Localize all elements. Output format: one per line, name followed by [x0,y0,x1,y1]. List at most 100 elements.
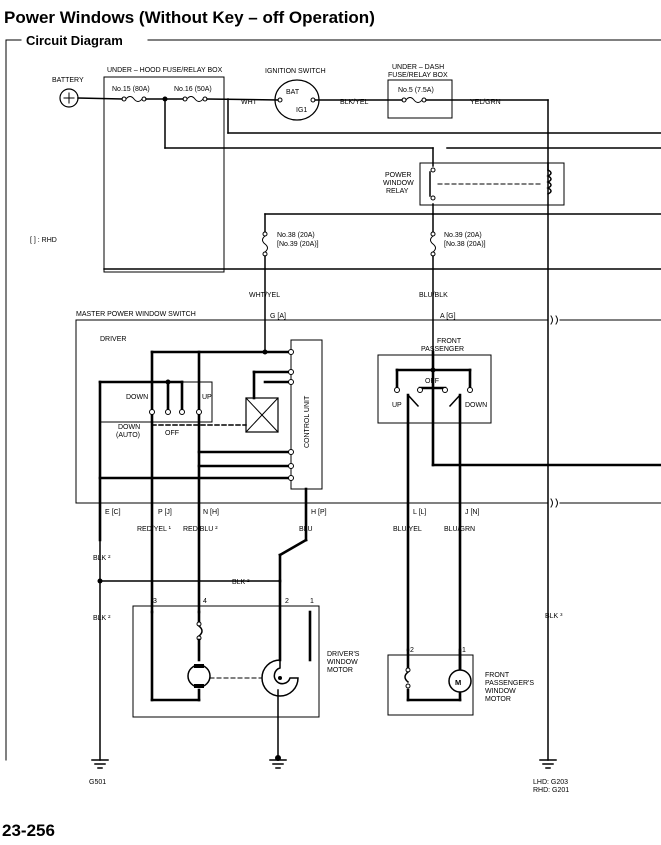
underdash-fuse-box [387,79,453,119]
fp-switch-contacts [394,367,473,393]
ignition-switch-title: IGNITION SWITCH [265,68,326,75]
fp-motor-label-4: MOTOR [485,696,511,703]
fuse-5-symbol [401,97,427,103]
wire-blu-grn-label: BLU/GRN [444,526,475,533]
relay-label-2: WINDOW [383,180,414,187]
master-switch-wiring [98,350,308,614]
driver-motor-label-1: DRIVER'S [327,651,360,658]
driver-pulser-icon [261,659,299,697]
fuse-39-symbol [430,213,436,353]
driver-motor-breaker [196,621,203,662]
auto-relay-coil [245,397,279,433]
wire-blk2-label-a: BLK ² [93,555,111,562]
driver-label: DRIVER [100,336,126,343]
fp-motor-wiring [406,648,462,702]
battery-label: BATTERY [52,77,84,84]
fuse-16-label: No.16 (50A) [174,86,212,93]
driver-window-motor-box [132,605,320,718]
diagram-frame [5,39,661,761]
wire-blk-yel-label: BLK/YEL [340,99,369,106]
ground-lhd-label: LHD: G203 [533,779,568,786]
power-feed-wires [77,97,661,761]
driver-down-label: DOWN [126,394,148,401]
wire-yel-grn-label: YEL/GRN [470,99,501,106]
underhood-fuse-box [103,76,225,273]
circuit-diagram-heading: Circuit Diagram [26,33,123,48]
fp-down-label: DOWN [465,402,487,409]
fp-switch-box [377,354,492,424]
driver-off-label: OFF [165,430,179,437]
fp-motor-pin-1: 1 [462,647,466,654]
driver-down-auto-label-2: (AUTO) [116,432,140,439]
terminal-e-label: E [C] [105,509,121,516]
wire-blk2-label-b: BLK ² [232,579,250,586]
fp-motor-icon [448,669,472,693]
fp-switch-label-2: PASSENGER [421,346,464,353]
driver-motor-pin-4: 4 [203,598,207,605]
fp-window-motor-box [387,654,474,716]
fp-switch-label-1: FRONT [437,338,462,345]
driver-motor-pin-3: 3 [153,598,157,605]
fuse-15-symbol [121,96,147,102]
wire-wht-label: WHT [241,99,258,106]
driver-up-label: UP [202,394,212,401]
underhood-box-title: UNDER – HOOD FUSE/RELAY BOX [107,67,223,74]
driver-switch-contacts [149,349,294,481]
fuse-16-symbol [182,96,208,102]
wire-blu-yel-label: BLU/YEL [393,526,422,533]
wire-blu-blk-label: BLU/BLK [419,292,448,299]
master-switch-title: MASTER POWER WINDOW SWITCH [76,311,196,318]
fp-motor-label-3: WINDOW [485,688,516,695]
terminal-g-label: G [A] [270,313,286,320]
fp-motor-pin-2: 2 [410,647,414,654]
terminal-p-label: P [J] [158,509,172,516]
wire-blk3-label: BLK ³ [545,613,563,620]
wire-wht-yel-label: WHT/YEL [249,292,280,299]
rhd-note: [ ] : RHD [30,237,57,244]
fp-switch-wiring [395,350,661,702]
fuse-38-label: No.38 (20A) [277,232,315,239]
ground-g501-icon [91,759,109,769]
relay-label-3: RELAY [386,188,409,195]
driver-motor-pin-1: 1 [310,598,314,605]
terminal-n-label: N [H] [203,509,219,516]
page-number: 23-256 [2,821,55,840]
wire-blk2-label-c: BLK ² [93,615,111,622]
fp-up-label: UP [392,402,402,409]
fp-motor-m-label: M [455,678,461,687]
driver-down-auto-label-1: DOWN [118,424,140,431]
fuse-5-label: No.5 (7.5A) [398,87,434,94]
fuse-39-rhd-label: [No.38 (20A)] [444,241,486,248]
power-window-relay [419,162,565,206]
ignition-ig1-label: IG1 [296,107,307,114]
ground-rhd-label: RHD: G201 [533,787,569,794]
fuse-38-rhd-label: [No.39 (20A)] [277,241,319,248]
driver-motor-pin-2: 2 [285,598,289,605]
wire-red-blu-label: RED/BLU ² [183,526,218,533]
underdash-box-title-1: UNDER – DASH [392,64,444,71]
ignition-bat-label: BAT [286,89,300,96]
ground-motor-icon [269,755,287,769]
relay-coil [546,162,552,196]
terminal-h-label: H [P] [311,509,327,516]
wire-blu-label: BLU [299,526,313,533]
terminal-j-label: J [N] [465,509,479,516]
fp-motor-breaker [404,667,411,689]
underdash-box-title-2: FUSE/RELAY BOX [388,72,448,79]
battery-symbol [59,88,79,108]
fuse-38-symbol [262,213,268,353]
fuse-39-label: No.39 (20A) [444,232,482,239]
driver-switch-box [99,381,213,423]
driver-motor-wiring [150,610,312,702]
driver-motor-icon [187,664,211,688]
control-unit-label: CONTROL UNIT [304,395,311,448]
wire-red-yel-label: RED/YEL ¹ [137,526,172,533]
lower-wiring [99,538,308,761]
page-title: Power Windows (Without Key – off Operati… [4,8,375,27]
relay-label-1: POWER [385,172,411,179]
driver-motor-label-3: MOTOR [327,667,353,674]
ground-g203-icon [539,759,557,769]
fp-motor-label-2: PASSENGER'S [485,680,534,687]
ground-g501-label: G501 [89,779,106,786]
terminal-a-label: A [G] [440,313,456,320]
